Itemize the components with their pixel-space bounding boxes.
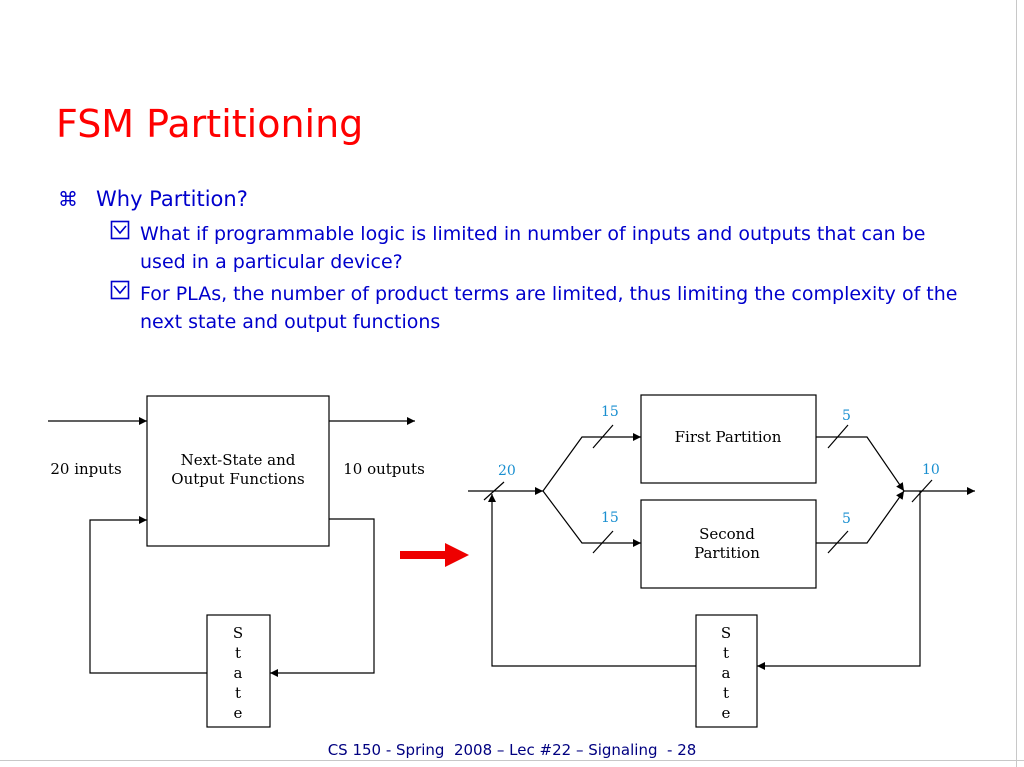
bottom-out-bus-slash (827, 530, 849, 554)
top-in-width-label: 15 (601, 404, 619, 420)
state-letter: t (723, 684, 729, 702)
state-feedback-in (270, 518, 375, 677)
output-width-label: 10 (922, 462, 940, 478)
bullet-why-partition: ⌘ Why Partition? (58, 186, 248, 212)
right-state-box (695, 614, 758, 728)
next-state-box (146, 395, 330, 547)
output-bus-slash (911, 479, 933, 503)
bottom-in-bus-slash (592, 530, 614, 554)
second-partition-box (640, 499, 817, 589)
right-state-letters: S t a t e (721, 624, 731, 722)
next-state-box-line2: Output Functions (171, 470, 304, 488)
input-bus-slash (483, 481, 505, 501)
split-to-second (542, 490, 641, 547)
next-state-box-line1: Next-State and (181, 451, 296, 469)
right-fsm-diagram (468, 394, 975, 728)
slide-title: FSM Partitioning (56, 102, 364, 146)
split-to-first (542, 433, 641, 492)
checkbox-bullet-icon (110, 220, 140, 240)
second-to-merge (816, 490, 905, 544)
second-partition-line2: Partition (694, 544, 760, 562)
top-out-bus-slash (827, 424, 849, 449)
top-out-width-label: 5 (842, 408, 851, 424)
state-letter: a (234, 664, 243, 682)
state-letter: a (722, 664, 731, 682)
outputs-label: 10 outputs (343, 460, 425, 478)
first-partition-box (640, 394, 817, 484)
state-feedback-in (757, 491, 921, 670)
command-bullet-icon: ⌘ (58, 187, 78, 211)
slide-edge-right (1016, 0, 1017, 767)
bottom-out-width-label: 5 (842, 511, 851, 527)
input-width-label: 20 (498, 463, 516, 479)
state-letter: S (233, 624, 243, 642)
slide-footer: CS 150 - Spring 2008 – Lec #22 – Signali… (327, 741, 697, 759)
second-partition-line1: Second (699, 525, 755, 543)
sub-bullet-pla-limits: For PLAs, the number of product terms ar… (110, 280, 970, 336)
bullet-text: Why Partition? (96, 187, 248, 211)
bus-width-labels: 20 15 15 5 5 10 (498, 404, 940, 527)
state-letter: t (723, 644, 729, 662)
state-letter: t (235, 684, 241, 702)
state-letter: e (722, 704, 731, 722)
top-in-bus-slash (592, 424, 614, 449)
first-to-merge (816, 436, 905, 492)
sub-bullet-text: What if programmable logic is limited in… (140, 223, 926, 273)
state-feedback-out (488, 494, 696, 667)
state-letter: t (235, 644, 241, 662)
checkbox-bullet-icon (110, 280, 140, 300)
state-letter: S (721, 624, 731, 642)
state-letter: e (234, 704, 243, 722)
bottom-in-width-label: 15 (601, 510, 619, 526)
sub-bullet-text: For PLAs, the number of product terms ar… (140, 283, 958, 333)
state-feedback-out (89, 516, 207, 674)
slide-edge-bottom (0, 760, 1024, 761)
left-fsm-diagram (48, 395, 415, 728)
inputs-label: 20 inputs (50, 460, 121, 478)
first-partition-label: First Partition (675, 428, 782, 446)
left-state-letters: S t a t e (233, 624, 243, 722)
left-state-box (206, 614, 271, 728)
transform-arrow (400, 543, 469, 567)
sub-bullet-io-limits: What if programmable logic is limited in… (110, 220, 970, 276)
